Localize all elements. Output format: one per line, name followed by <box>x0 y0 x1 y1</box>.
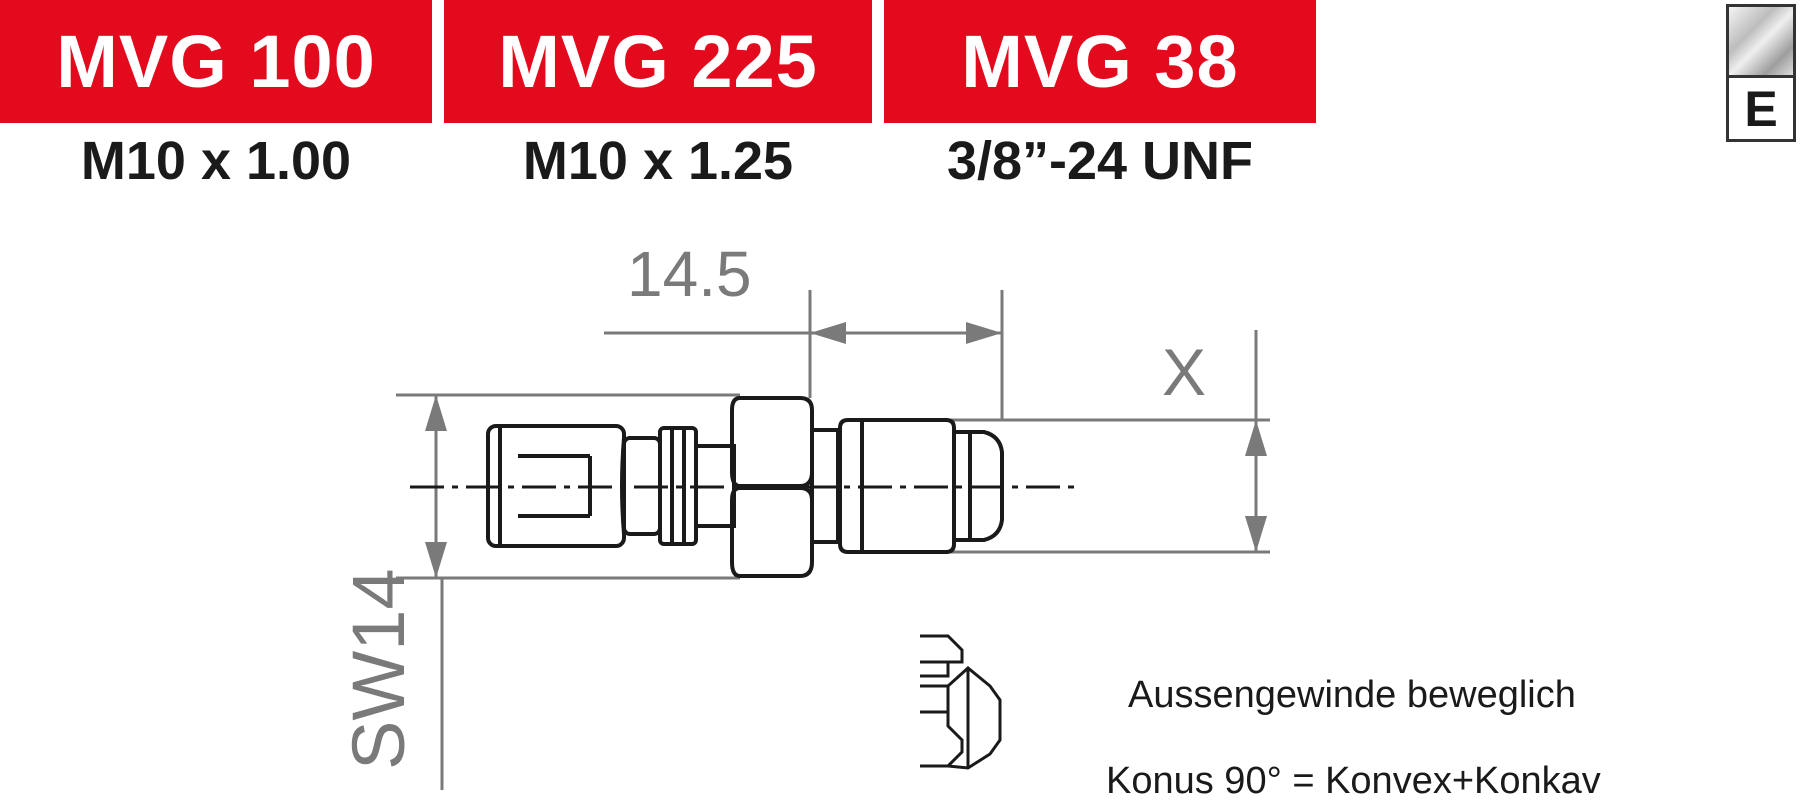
thread-spec-mvg-38: 3/8”-24 UNF <box>884 126 1316 196</box>
steel-swatch-icon <box>1729 7 1793 78</box>
thread-spec-mvg-225: M10 x 1.25 <box>444 126 872 196</box>
material-code: E <box>1744 80 1778 137</box>
cone-symbol-icon <box>920 634 1002 770</box>
variant-code: MVG 225 <box>498 20 818 103</box>
thread-type-note: Aussengewinde beweglich <box>1128 674 1576 716</box>
wrench-size-label: SW14 <box>337 568 420 770</box>
dimension-lines <box>396 290 1270 790</box>
thread-spec-label: M10 x 1.00 <box>80 131 352 191</box>
cone-note: Konus 90° = Konvex+Konkav <box>1106 760 1601 802</box>
dimension-arrows <box>425 322 1267 578</box>
thread-spec-label: 3/8”-24 UNF <box>946 131 1254 191</box>
variant-header-mvg-38: MVG 38 <box>884 0 1316 123</box>
variant-header-mvg-225: MVG 225 <box>444 0 872 123</box>
material-badge: E <box>1726 4 1796 142</box>
variable-dimension-label: X <box>1162 335 1206 409</box>
length-dimension-label: 14.5 <box>627 238 752 310</box>
variant-code: MVG 38 <box>961 20 1239 103</box>
variant-code: MVG 100 <box>56 20 376 103</box>
thread-spec-mvg-100: M10 x 1.00 <box>0 126 432 196</box>
thread-spec-label: M10 x 1.25 <box>522 131 794 191</box>
variant-header-mvg-100: MVG 100 <box>0 0 432 123</box>
